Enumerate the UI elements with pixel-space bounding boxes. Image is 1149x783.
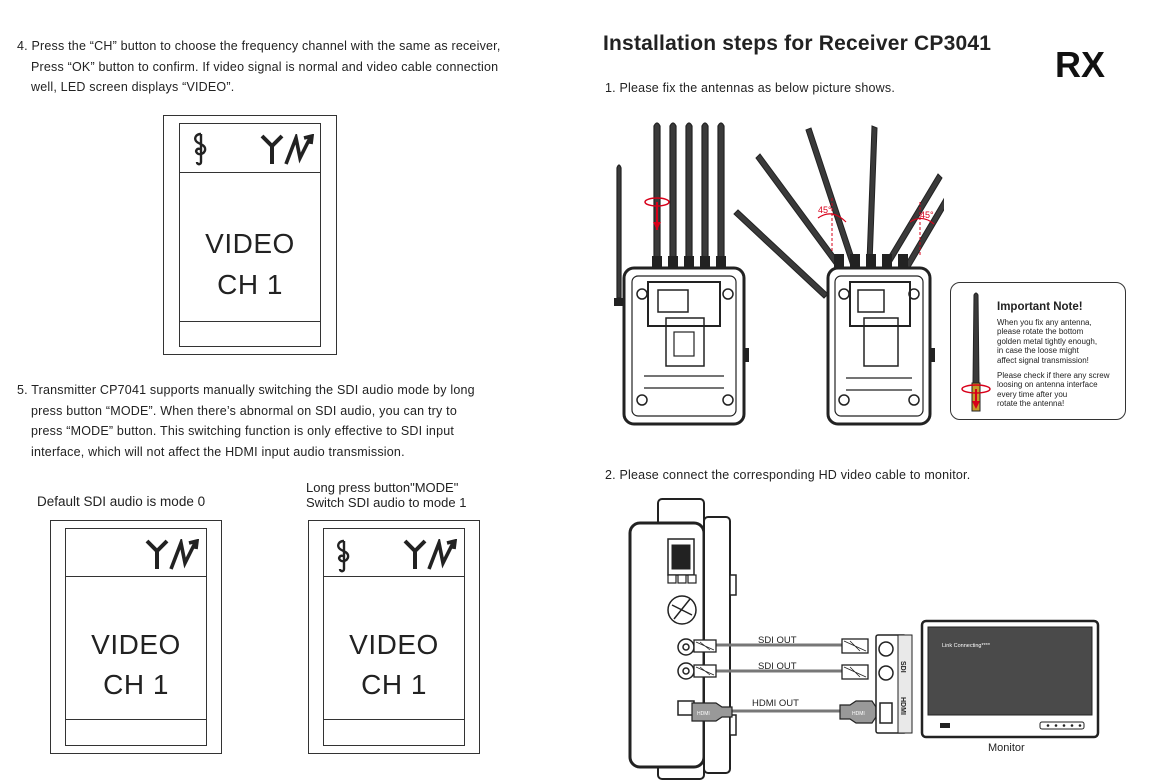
- lcd-video-text: VIDEO: [349, 629, 439, 660]
- step5-line: interface, which will not affect the HDM…: [31, 444, 405, 459]
- sdi-out-label-2: SDI OUT: [758, 661, 797, 672]
- step4-line: Press “OK” button to confirm. If video s…: [31, 59, 499, 74]
- antenna-signal-icon: [403, 539, 458, 570]
- lcd-screen-mode1: VIDEO CH 1: [308, 520, 480, 754]
- receiver-antennas-angled-diagram: 45° 45°: [733, 125, 944, 426]
- step5-text: 5. Transmitter CP7041 supports manually …: [17, 380, 475, 462]
- lcd-bottom-rule: [66, 719, 206, 720]
- note-line: please rotate the bottom: [997, 327, 1084, 337]
- note-paragraph-2: Please check if there any screw loosing …: [997, 371, 1110, 409]
- step4-line: 4. Press the “CH” button to choose the f…: [17, 39, 501, 53]
- lcd-inner-frame: [65, 528, 207, 746]
- monitor-screen-text: Link Connecting****: [942, 643, 991, 649]
- lcd-video-text: VIDEO: [205, 228, 295, 259]
- antenna-signal-icon: [145, 539, 200, 570]
- important-note-box: Important Note! When you fix any antenna…: [950, 282, 1126, 420]
- step5-line: 5. Transmitter CP7041 supports manually …: [17, 383, 475, 397]
- note-line: in case the loose might: [997, 346, 1079, 356]
- note-title: Important Note!: [997, 301, 1083, 313]
- lcd-top-rule: [66, 576, 206, 577]
- hdmi-plug-label-left: HDMI: [697, 711, 710, 717]
- step4-line: well, LED screen displays “VIDEO”.: [31, 80, 235, 94]
- angle-label-right: 45°: [920, 210, 934, 220]
- step5-line: press “MODE” button. This switching func…: [31, 424, 455, 438]
- hdmi-plug-label-right: HDMI: [852, 711, 865, 717]
- note-paragraph-1: When you fix any antenna, please rotate …: [997, 318, 1097, 365]
- note-line: When you fix any antenna,: [997, 318, 1092, 327]
- note-line: golden metal tightly enough,: [997, 336, 1098, 346]
- antenna-signal-icon: [260, 134, 315, 165]
- lcd-channel-text: CH 1: [103, 669, 169, 700]
- lcd-bottom-rule: [324, 719, 464, 720]
- antenna-icon: [961, 292, 991, 412]
- music-note-icon: [337, 539, 350, 573]
- note-line: loosing on antenna interface: [997, 380, 1098, 390]
- page-title: Installation steps for Receiver CP3041: [603, 32, 992, 55]
- mode1-caption: Long press button"MODE" Switch SDI audio…: [306, 480, 466, 510]
- connection-diagram: HDMI HDMI SDI OUT SDI OUT HDMI OUT SDI H…: [628, 498, 1100, 780]
- lcd-screen-mode0: VIDEO CH 1: [50, 520, 222, 754]
- step2-text: 2. Please connect the corresponding HD v…: [605, 468, 971, 482]
- lcd-inner-frame: [179, 123, 321, 347]
- lcd-channel-text: CH 1: [217, 269, 283, 300]
- step5-line: press button “MODE”. When there’s abnorm…: [31, 403, 457, 418]
- receiver-antennas-vertical-diagram: [614, 122, 749, 426]
- lcd-bottom-rule: [180, 321, 320, 322]
- rx-badge: RX: [1055, 44, 1106, 85]
- monitor-label: Monitor: [988, 742, 1025, 754]
- panel-hdmi-label: HDMI: [899, 697, 906, 715]
- step4-text: 4. Press the “CH” button to choose the f…: [17, 36, 501, 98]
- mode1-caption-line: Long press button"MODE": [306, 480, 459, 495]
- note-line: every time after you: [997, 389, 1068, 399]
- hdmi-out-label: HDMI OUT: [752, 698, 799, 709]
- lcd-screen-main: VIDEO CH 1: [163, 115, 337, 355]
- note-line: Please check if there any screw: [997, 371, 1110, 380]
- note-line: rotate the antenna!: [997, 399, 1065, 409]
- lcd-channel-text: CH 1: [361, 669, 427, 700]
- sdi-out-label-1: SDI OUT: [758, 635, 797, 646]
- panel-sdi-label: SDI: [899, 661, 906, 673]
- mode1-caption-line: Switch SDI audio to mode 1: [306, 495, 467, 510]
- angle-label-left: 45°: [818, 205, 832, 215]
- lcd-inner-frame: [323, 528, 465, 746]
- mode0-caption: Default SDI audio is mode 0: [37, 494, 206, 509]
- music-note-icon: [194, 132, 207, 166]
- step1-text: 1. Please fix the antennas as below pict…: [605, 81, 896, 95]
- lcd-top-rule: [324, 576, 464, 577]
- lcd-top-rule: [180, 172, 320, 173]
- note-line: affect signal transmission!: [997, 355, 1089, 365]
- lcd-video-text: VIDEO: [91, 629, 181, 660]
